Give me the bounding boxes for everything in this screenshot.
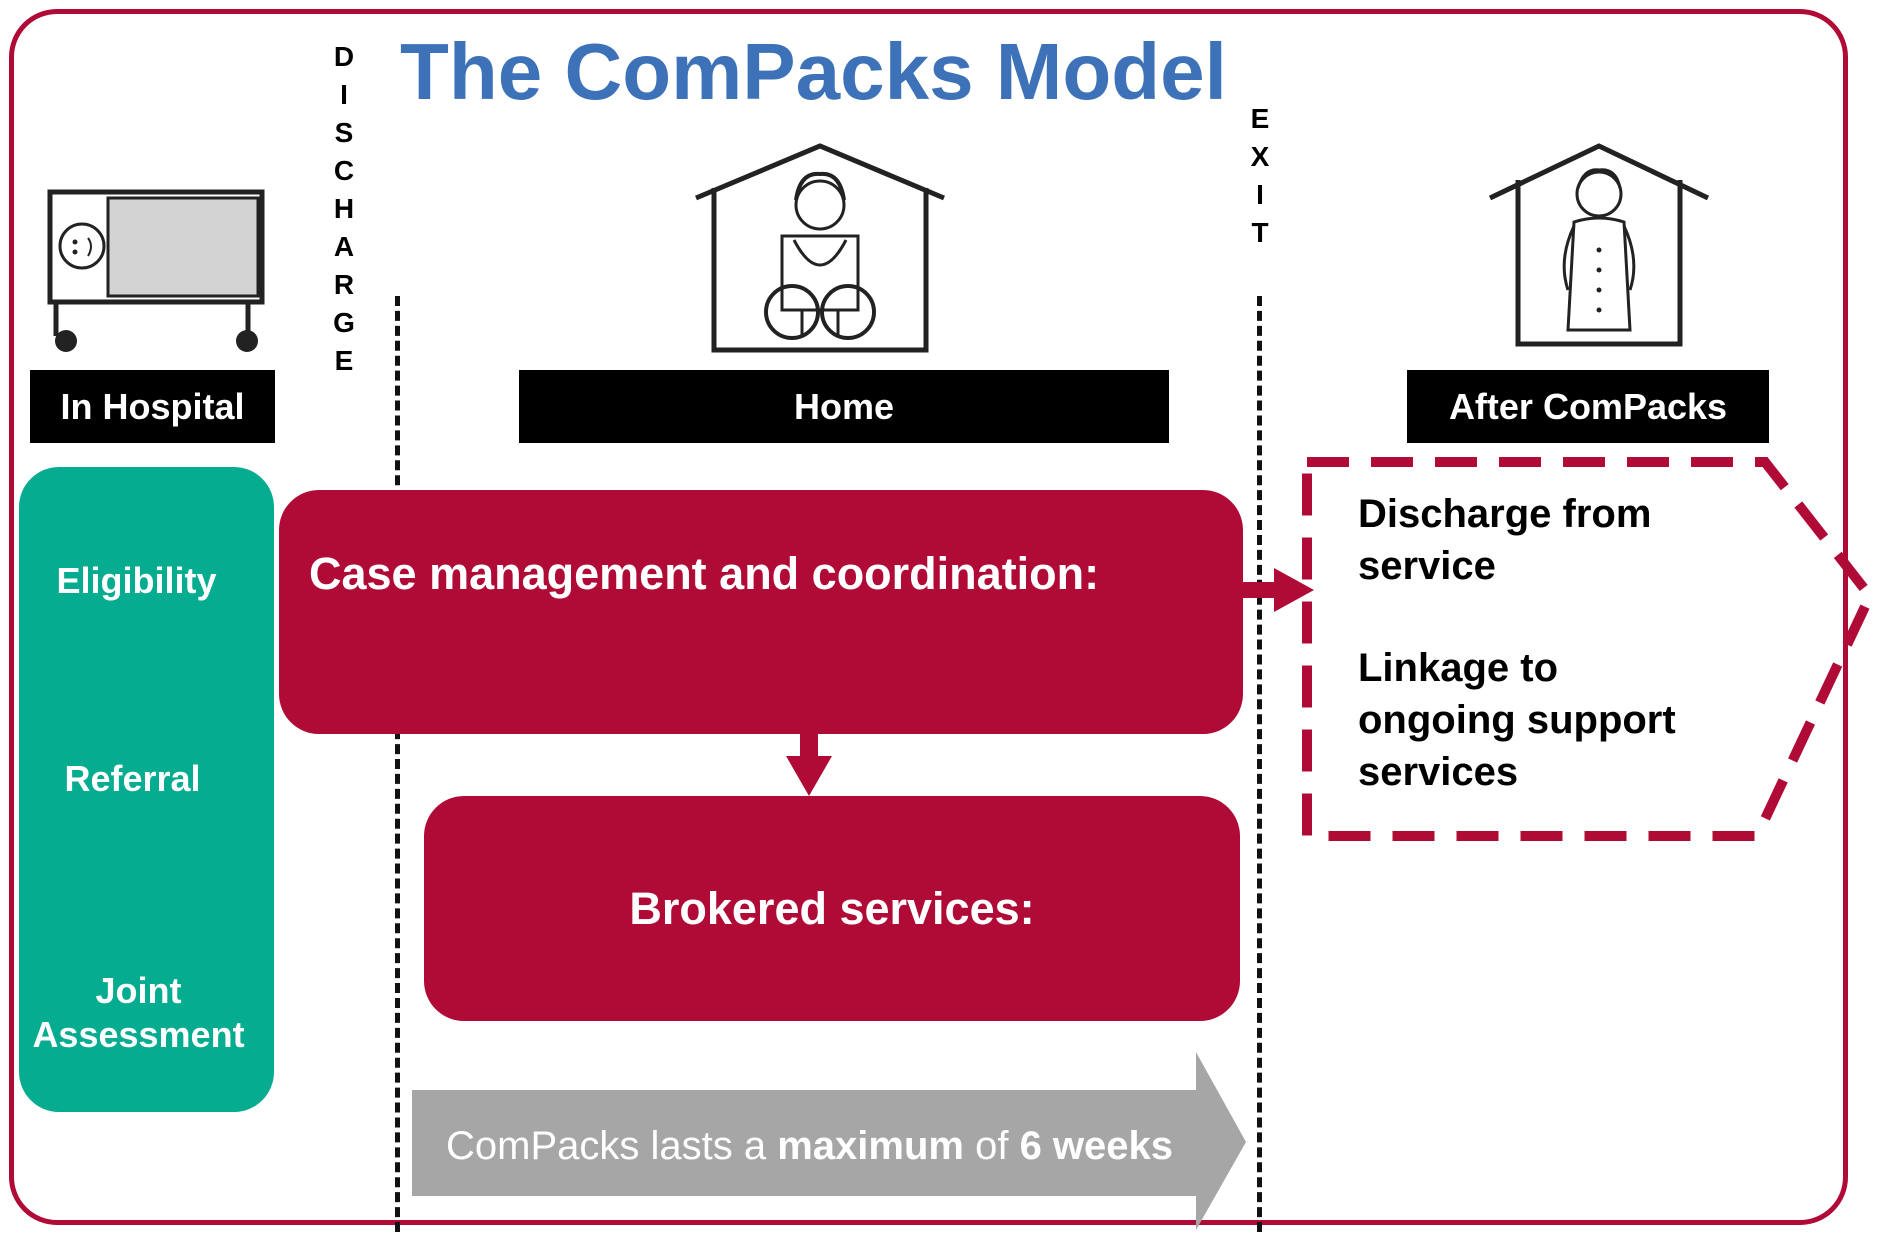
- exit-divider: [1257, 296, 1262, 1232]
- duration-middle: of: [963, 1124, 1020, 1168]
- duration-weeks: 6 weeks: [1019, 1124, 1174, 1168]
- after-item-discharge: Discharge from service: [1358, 488, 1651, 592]
- discharge-letter: H: [333, 193, 355, 224]
- step-eligibility: Eligibility: [56, 560, 217, 601]
- stage-label-hospital: In Hospital: [30, 370, 275, 443]
- discharge-divider: [395, 296, 400, 1232]
- after-discharge-line2: service: [1358, 544, 1496, 588]
- step-joint-line1: Joint: [95, 970, 182, 1011]
- discharge-letter: G: [333, 307, 355, 338]
- discharge-letter: R: [333, 269, 355, 300]
- case-management-label: Case management and coordination:: [309, 548, 1100, 599]
- brokered-services-box: Brokered services:: [424, 796, 1240, 1021]
- discharge-letter: A: [333, 231, 355, 262]
- brokered-services-label: Brokered services:: [629, 882, 1035, 934]
- duration-prefix: ComPacks lasts a: [446, 1124, 778, 1168]
- discharge-letter: I: [340, 79, 348, 110]
- step-joint-line2: Assessment: [32, 1014, 245, 1055]
- step-joint-assessment: Joint Assessment: [11, 969, 266, 1057]
- discharge-letter: C: [333, 155, 355, 186]
- stage-label-home: Home: [519, 370, 1169, 443]
- step-referral: Referral: [64, 758, 201, 799]
- page-title: The ComPacks Model: [400, 27, 1227, 116]
- diagram-frame: [9, 9, 1848, 1225]
- hospital-steps-panel: Eligibility Referral Joint Assessment: [19, 467, 274, 1112]
- hospital-bed-icon: [47, 189, 265, 352]
- after-linkage-line3: services: [1358, 750, 1519, 794]
- stage-label-after: After ComPacks: [1407, 370, 1769, 443]
- exit-letter: I: [1256, 179, 1264, 210]
- duration-arrow: [412, 1052, 1246, 1230]
- duration-maximum: maximum: [777, 1124, 964, 1168]
- house-wheelchair-icon: [695, 143, 945, 353]
- exit-letter: E: [1250, 103, 1270, 134]
- down-arrow-icon: [786, 732, 832, 796]
- discharge-letter: S: [334, 117, 354, 148]
- after-discharge-line1: Discharge from: [1358, 492, 1652, 536]
- right-arrow-icon: [1240, 568, 1314, 612]
- case-management-box: Case management and coordination:: [279, 490, 1243, 734]
- exit-letter: X: [1250, 141, 1270, 172]
- discharge-letter: E: [334, 345, 354, 376]
- after-linkage-line2: ongoing support: [1358, 698, 1676, 742]
- duration-text: ComPacks lasts a maximum of 6 weeks: [446, 1124, 1173, 1169]
- exit-letter: T: [1251, 217, 1269, 248]
- after-linkage-line1: Linkage to: [1358, 646, 1559, 690]
- house-person-icon: [1488, 143, 1710, 347]
- after-item-linkage: Linkage to ongoing support services: [1358, 642, 1676, 798]
- discharge-letter: D: [333, 41, 355, 72]
